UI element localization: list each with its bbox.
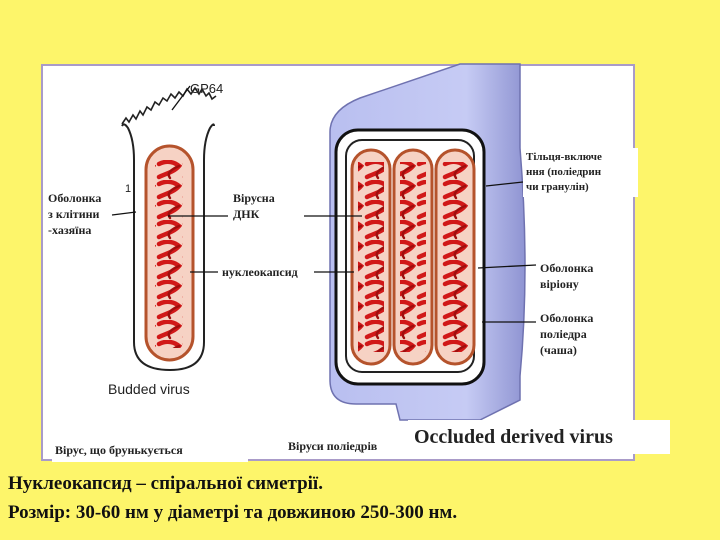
occluded-dna-helix-1 — [358, 162, 384, 352]
occluded-dna-helix-3 — [442, 162, 468, 352]
budded-dna-helix — [155, 160, 183, 348]
occluded-dna-helix-2 — [400, 162, 426, 352]
caption-symmetry: Нуклеокапсид – спіральної симетрії. — [8, 473, 323, 494]
leader-host-membrane — [111, 211, 137, 216]
gp64-spikes — [121, 86, 217, 125]
polyhedra-viruses-label: Віруси поліедрів — [288, 439, 378, 453]
occluded-derived-virus-label: Occluded derived virus — [408, 420, 670, 454]
occlusion-bodies-label: Тільця-включе ння (поліедрин чи гранулін… — [523, 148, 638, 197]
nucleocapsid-label: нуклеокапсид — [222, 265, 298, 279]
leader-gp64 — [171, 85, 191, 111]
number-one-label: 1 — [125, 183, 132, 195]
caption-size: Розмір: 30-60 нм у діаметрі та довжиною … — [8, 502, 458, 523]
leader-lines — [111, 85, 537, 323]
budded-virus — [121, 86, 217, 372]
budding-virus-uk-label: Вірус, що брунькується — [52, 442, 248, 462]
polyhedron — [329, 63, 526, 421]
leader-virion-envelope — [477, 264, 537, 269]
gp64-label: GP64 — [190, 81, 224, 96]
virion-envelope-label: Оболонка віріону — [540, 261, 594, 292]
viral-dna-label: Вірусна ДНК — [233, 191, 275, 222]
leader-occlusion-bodies — [485, 181, 524, 187]
host-membrane-label: Оболонка з клітини -хазяїна — [48, 191, 102, 238]
polyhedron-envelope-label: Оболонка поліедра (чаша) — [540, 311, 594, 358]
budded-virus-en-label: Budded virus — [108, 381, 190, 397]
